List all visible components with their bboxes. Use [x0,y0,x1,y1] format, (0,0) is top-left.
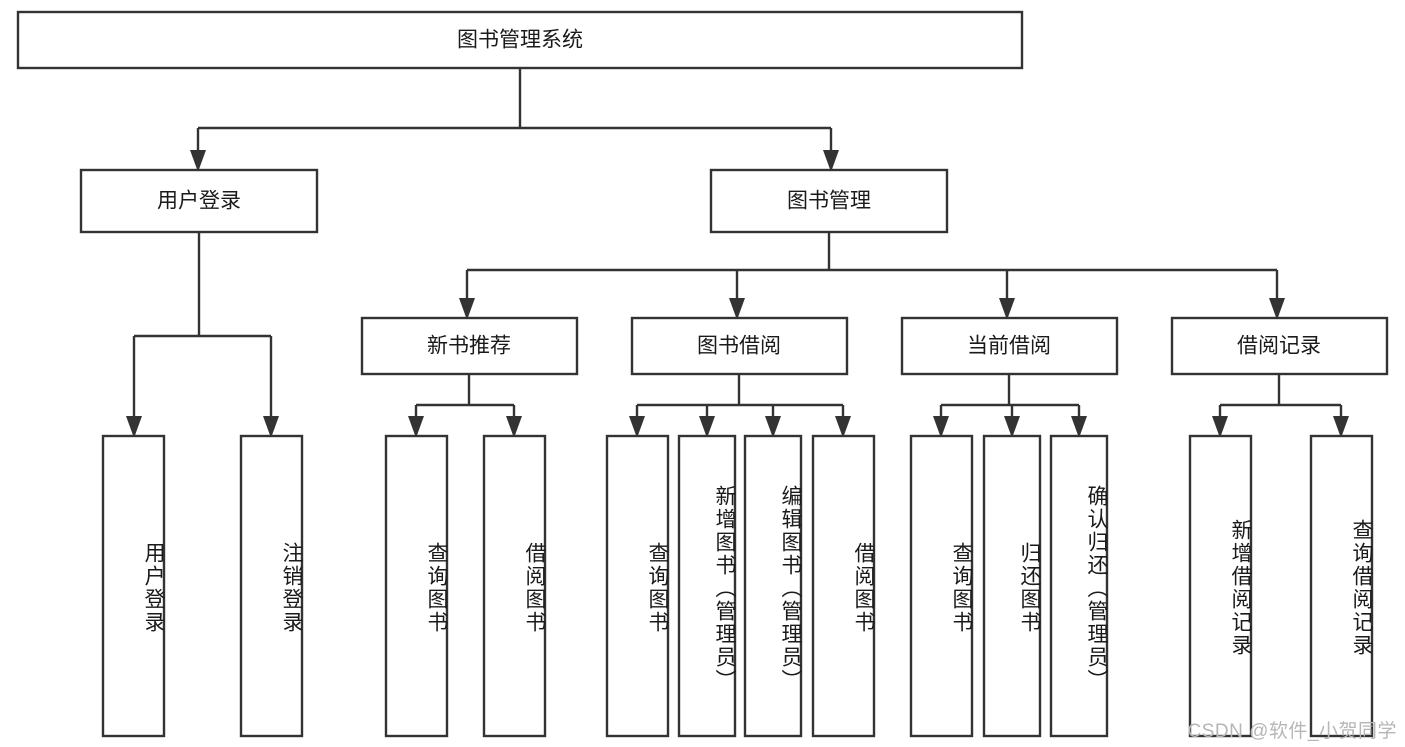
node-new-book-rec-box[interactable] [360,316,579,376]
edge-group-current-borrow [933,374,1087,438]
leaf-add-record-box[interactable] [1188,434,1253,738]
node-root-box[interactable] [16,10,1024,70]
arrow-to-current-borrow [999,298,1015,320]
edge-group-new-book-rec [408,374,522,438]
node-root-label: 图书管理系统 [457,29,583,52]
node-borrow-record[interactable]: 借阅记录 [1170,316,1389,376]
leaf-confirm-return-box[interactable] [1049,434,1109,738]
node-book-manage-label: 图书管理 [787,190,871,213]
node-user-login-box[interactable] [79,168,319,234]
node-book-borrow-label: 图书借阅 [697,335,781,358]
arrow-to-leaf-add-book [699,416,715,438]
arrow-to-leaf-logout [263,416,279,438]
arrow-to-leaf-edit-book [765,416,781,438]
node-borrow-record-label: 借阅记录 [1237,335,1321,358]
node-user-login-label: 用户登录 [157,190,241,213]
arrow-to-leaf-query-book-borrow [629,416,645,438]
leaf-box-group [101,434,1374,738]
edge-group-book-manage [459,232,1285,320]
leaf-add-book-box[interactable] [677,434,737,738]
edge-group-borrow-record [1212,374,1349,438]
node-book-manage[interactable]: 图书管理 [709,168,949,234]
arrow-to-new-book-rec [459,298,475,320]
edge-group-root [190,68,839,172]
arrow-to-leaf-return-book [1004,416,1020,438]
node-root[interactable]: 图书管理系统 [16,10,1024,70]
arrow-to-book-borrow [729,298,745,320]
arrow-to-borrow-record [1269,298,1285,320]
arrow-root-to-user-login [190,150,206,172]
edge-group-book-borrow [629,374,851,438]
leaf-return-book-box[interactable] [982,434,1042,738]
node-new-book-rec-label: 新书推荐 [427,335,511,358]
arrow-to-leaf-user-login [126,416,142,438]
arrow-to-leaf-query-book-cur [933,416,949,438]
arrow-to-leaf-query-book-rec [408,416,424,438]
leaf-edit-book-box[interactable] [743,434,803,738]
node-book-borrow[interactable]: 图书借阅 [630,316,849,376]
leaf-logout-box[interactable] [239,434,304,738]
leaf-query-book-rec-box[interactable] [384,434,449,738]
node-book-manage-box[interactable] [709,168,949,234]
leaf-borrow-book-box[interactable] [811,434,876,738]
node-book-borrow-box[interactable] [630,316,849,376]
node-new-book-rec[interactable]: 新书推荐 [360,316,579,376]
leaf-query-record-box[interactable] [1309,434,1374,738]
node-current-borrow-label: 当前借阅 [967,335,1051,358]
arrow-to-leaf-confirm-return [1071,416,1087,438]
node-borrow-record-box[interactable] [1170,316,1389,376]
node-current-borrow[interactable]: 当前借阅 [900,316,1119,376]
node-current-borrow-box[interactable] [900,316,1119,376]
arrow-to-leaf-add-record [1212,416,1228,438]
watermark-text: CSDN @软件_小贺同学 [1187,721,1397,742]
arrow-root-to-book-manage [823,150,839,172]
leaf-borrow-book-rec-box[interactable] [482,434,547,738]
node-user-login[interactable]: 用户登录 [79,168,319,234]
leaf-query-book-borrow-box[interactable] [605,434,670,738]
arrow-to-leaf-borrow-book [835,416,851,438]
leaf-query-book-cur-box[interactable] [909,434,974,738]
edge-group-user-login [126,232,279,438]
arrow-to-leaf-borrow-book-rec [506,416,522,438]
leaf-user-login-box[interactable] [101,434,166,738]
arrow-to-leaf-query-record [1333,416,1349,438]
